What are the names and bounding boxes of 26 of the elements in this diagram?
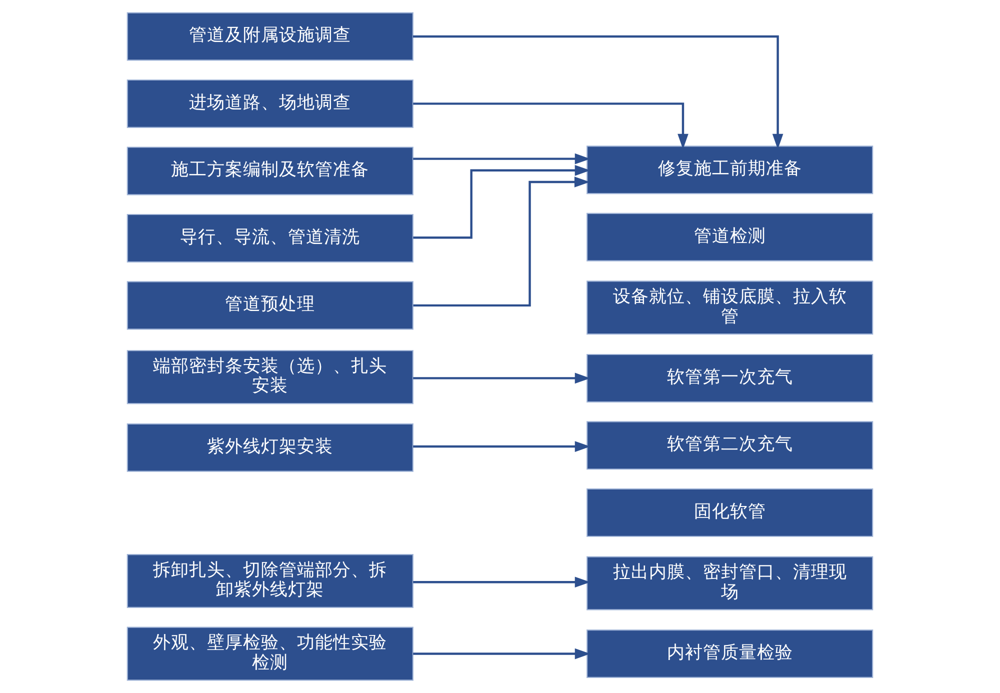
arrow (413, 165, 590, 239)
arrow (413, 102, 688, 150)
arrow (413, 176, 590, 307)
node-box: 修复施工前期准备 (586, 146, 874, 194)
node-box: 管道检测 (586, 212, 874, 262)
node-box: 管道预处理 (126, 281, 414, 330)
node-box: 软管第二次充气 (586, 421, 874, 470)
node-box: 设备就位、铺设底膜、拉入软管 (586, 280, 874, 335)
node-box: 紫外线灯架安装 (126, 423, 414, 472)
node-box: 内衬管质量检验 (586, 630, 874, 678)
node-box: 固化软管 (586, 488, 874, 537)
node-box: 外观、壁厚检验、功能性实验检测 (126, 626, 414, 681)
arrow (413, 153, 590, 164)
node-box: 端部密封条安装（选）、扎头安装 (126, 350, 414, 404)
node-box: 拉出内膜、密封管口、清理现场 (586, 556, 874, 610)
node-box: 拆卸扎头、切除管端部分、拆卸紫外线灯架 (126, 554, 414, 608)
node-box: 导行、导流、管道清洗 (126, 214, 414, 262)
arrow (413, 648, 590, 660)
arrow (412, 35, 784, 150)
arrow (413, 576, 590, 588)
node-box: 施工方案编制及软管准备 (126, 146, 414, 196)
node-box: 管道及附属设施调查 (126, 12, 414, 61)
node-box: 进场道路、场地调查 (126, 79, 414, 128)
arrow (413, 372, 590, 384)
arrow (413, 441, 590, 452)
node-box: 软管第一次充气 (586, 354, 874, 402)
